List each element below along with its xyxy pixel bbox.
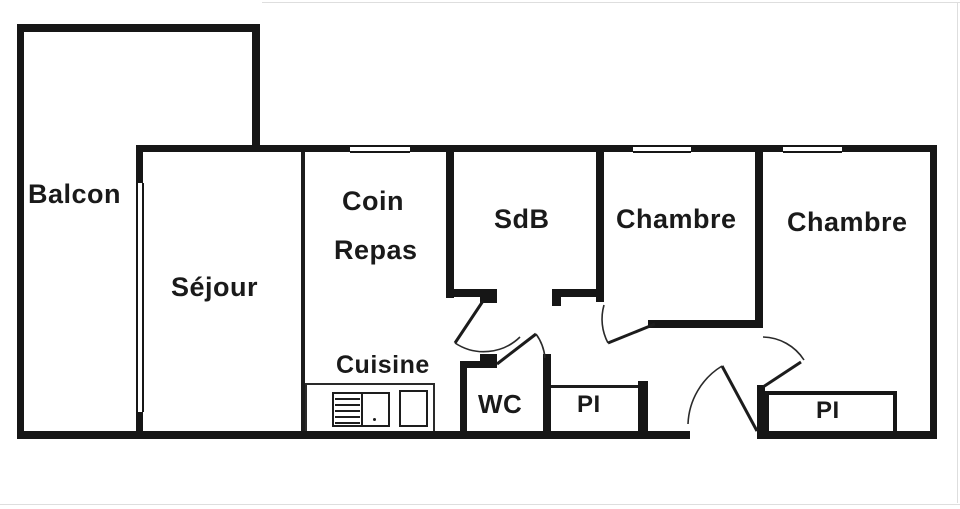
stove-grate-line (335, 422, 360, 424)
wall-chambre1-bottom (648, 320, 762, 328)
door-chambre2-arc (762, 336, 805, 361)
wall-wc-top-jamb (480, 354, 497, 362)
scan-edge-top (262, 2, 960, 3)
room-label-sdb: SdB (494, 204, 550, 234)
kitchen-unit-divider-line (361, 394, 363, 425)
room-label-placard-hall: PI (577, 391, 601, 418)
closet-chambre2-outline (765, 391, 897, 431)
wall-sdb-chambre1 (596, 152, 604, 302)
scan-edge-right (957, 3, 958, 503)
wall-chambre2-left-stub (757, 385, 765, 431)
window-coin-repas (350, 145, 410, 153)
wall-wc-top (460, 361, 497, 368)
wall-top-segment-4 (842, 145, 937, 152)
wall-sdb-bottom-right-jamb (552, 294, 561, 306)
door-chambre1-arc (601, 304, 609, 344)
sink-drain-dot (373, 418, 376, 421)
wall-balcony-top (17, 24, 260, 32)
wall-top-segment-2 (410, 145, 633, 152)
door-sdb-arc (454, 336, 521, 353)
stove-grate-line (335, 410, 360, 412)
wall-top-segment-3 (691, 145, 783, 152)
door-entrance-leaf (720, 365, 759, 432)
window-sejour (136, 183, 144, 412)
wall-sejour-left-top-stub (136, 145, 143, 183)
wall-sdb-bottom-right (552, 289, 603, 297)
door-sdb-leaf (453, 300, 485, 344)
wall-balcony-right (252, 24, 260, 152)
room-label-coin: Coin (342, 186, 404, 216)
room-label-chambre-1: Chambre (616, 204, 737, 234)
wall-bottom-right (757, 431, 937, 439)
door-entrance-arc (687, 365, 723, 425)
wall-sdb-bottom-left (446, 289, 497, 297)
door-chambre2-leaf (762, 360, 802, 389)
scan-edge-bottom (0, 504, 960, 505)
room-label-placard-chambre-2: PI (816, 397, 840, 424)
wall-top-segment-1 (136, 145, 350, 152)
wall-right (930, 145, 937, 439)
wall-sejour-coinrepas-divider (301, 152, 305, 431)
wall-wc-left (460, 361, 467, 431)
stove-grate-line (335, 404, 360, 406)
room-label-wc: WC (478, 389, 523, 419)
wall-balcony-left (17, 24, 24, 439)
closet-hall-top-line (551, 385, 638, 388)
wall-sejour-left-bottom-stub (136, 412, 143, 439)
kitchen-appliance-box (399, 390, 428, 427)
window-chambre-2 (783, 145, 842, 153)
wall-sdb-bottom-left-jamb (480, 294, 497, 303)
wall-bottom-left (17, 431, 690, 439)
room-label-cuisine: Cuisine (336, 351, 430, 379)
stove-grate-line (335, 416, 360, 418)
wall-closet-hall-right (638, 381, 648, 431)
window-chambre-1 (633, 145, 691, 153)
room-label-balcon: Balcon (28, 179, 122, 209)
wall-wc-right (543, 354, 551, 431)
wall-chambre1-chambre2 (755, 152, 763, 328)
stove-grate-line (335, 398, 360, 400)
wall-coinrepas-sdb (446, 152, 454, 298)
room-label-repas: Repas (334, 235, 418, 265)
room-label-chambre-2: Chambre (787, 207, 908, 237)
door-wc-leaf (496, 332, 537, 366)
room-label-sejour: Séjour (171, 272, 259, 302)
